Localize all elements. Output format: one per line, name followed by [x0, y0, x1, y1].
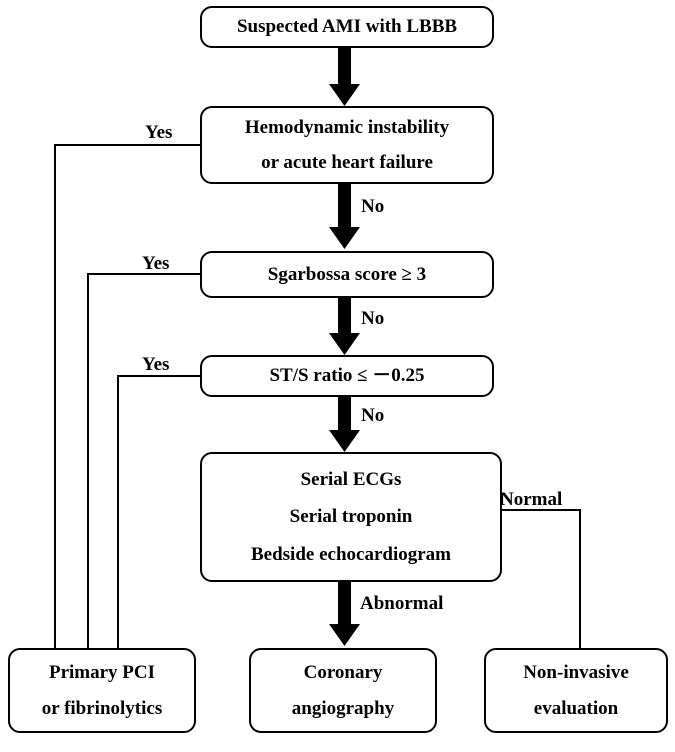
node-bedside-echo: Bedside echocardiogram — [250, 543, 451, 565]
node-serial-tests: Serial ECGs Serial troponin Bedside echo… — [200, 452, 502, 582]
node-non-invasive-line1: Non-invasive — [523, 662, 629, 684]
node-start-text: Suspected AMI with LBBB — [236, 16, 458, 38]
node-hemodynamic-line1: Hemodynamic instability — [244, 116, 450, 138]
node-coronary-angiography: Coronary angiography — [249, 648, 437, 733]
label-ratio-no: No — [361, 405, 385, 426]
arrow-hemo-to-sgarbossa — [329, 182, 360, 249]
node-non-invasive: Non-invasive evaluation — [484, 648, 668, 733]
label-hemo-no: No — [361, 196, 385, 217]
node-sgarbossa: Sgarbossa score ≥ 3 — [200, 251, 494, 298]
node-hemodynamic-line2: or acute heart failure — [261, 152, 433, 173]
label-serial-abnormal: Abnormal — [360, 593, 444, 614]
label-hemo-yes: Yes — [145, 122, 173, 143]
arrow-start-to-hemo — [329, 46, 360, 106]
node-primary-pci-line2: or fibrinolytics — [41, 697, 163, 719]
node-hemodynamic: Hemodynamic instability or acute heart f… — [200, 106, 494, 184]
node-start: Suspected AMI with LBBB — [200, 6, 494, 48]
node-primary-pci: Primary PCI or fibrinolytics — [8, 648, 196, 733]
node-non-invasive-line2: evaluation — [533, 697, 619, 719]
node-sgarbossa-text: Sgarbossa score ≥ 3 — [267, 263, 427, 285]
node-serial-troponin: Serial troponin — [289, 506, 413, 528]
node-st-s-ratio: ST/S ratio ≤ －0.25 — [200, 355, 494, 397]
node-primary-pci-line1: Primary PCI — [48, 662, 156, 684]
label-serial-normal: Normal — [500, 489, 563, 510]
arrow-serial-to-angio — [329, 582, 360, 646]
node-serial-ecgs: Serial ECGs — [300, 469, 402, 491]
arrow-sgarbossa-to-ratio — [329, 298, 360, 355]
node-coronary-angiography-line2: angiography — [291, 697, 395, 719]
line-ratio-yes — [117, 375, 200, 648]
node-coronary-angiography-line1: Coronary — [303, 662, 383, 684]
line-serial-normal — [500, 509, 581, 648]
line-sgarbossa-yes — [87, 273, 200, 648]
node-st-s-ratio-text: ST/S ratio ≤ －0.25 — [269, 365, 425, 387]
label-sgarbossa-no: No — [361, 308, 385, 329]
label-ratio-yes: Yes — [142, 354, 170, 375]
arrow-ratio-to-serial — [329, 397, 360, 452]
label-sgarbossa-yes: Yes — [142, 253, 170, 274]
line-hemo-yes — [54, 144, 200, 648]
